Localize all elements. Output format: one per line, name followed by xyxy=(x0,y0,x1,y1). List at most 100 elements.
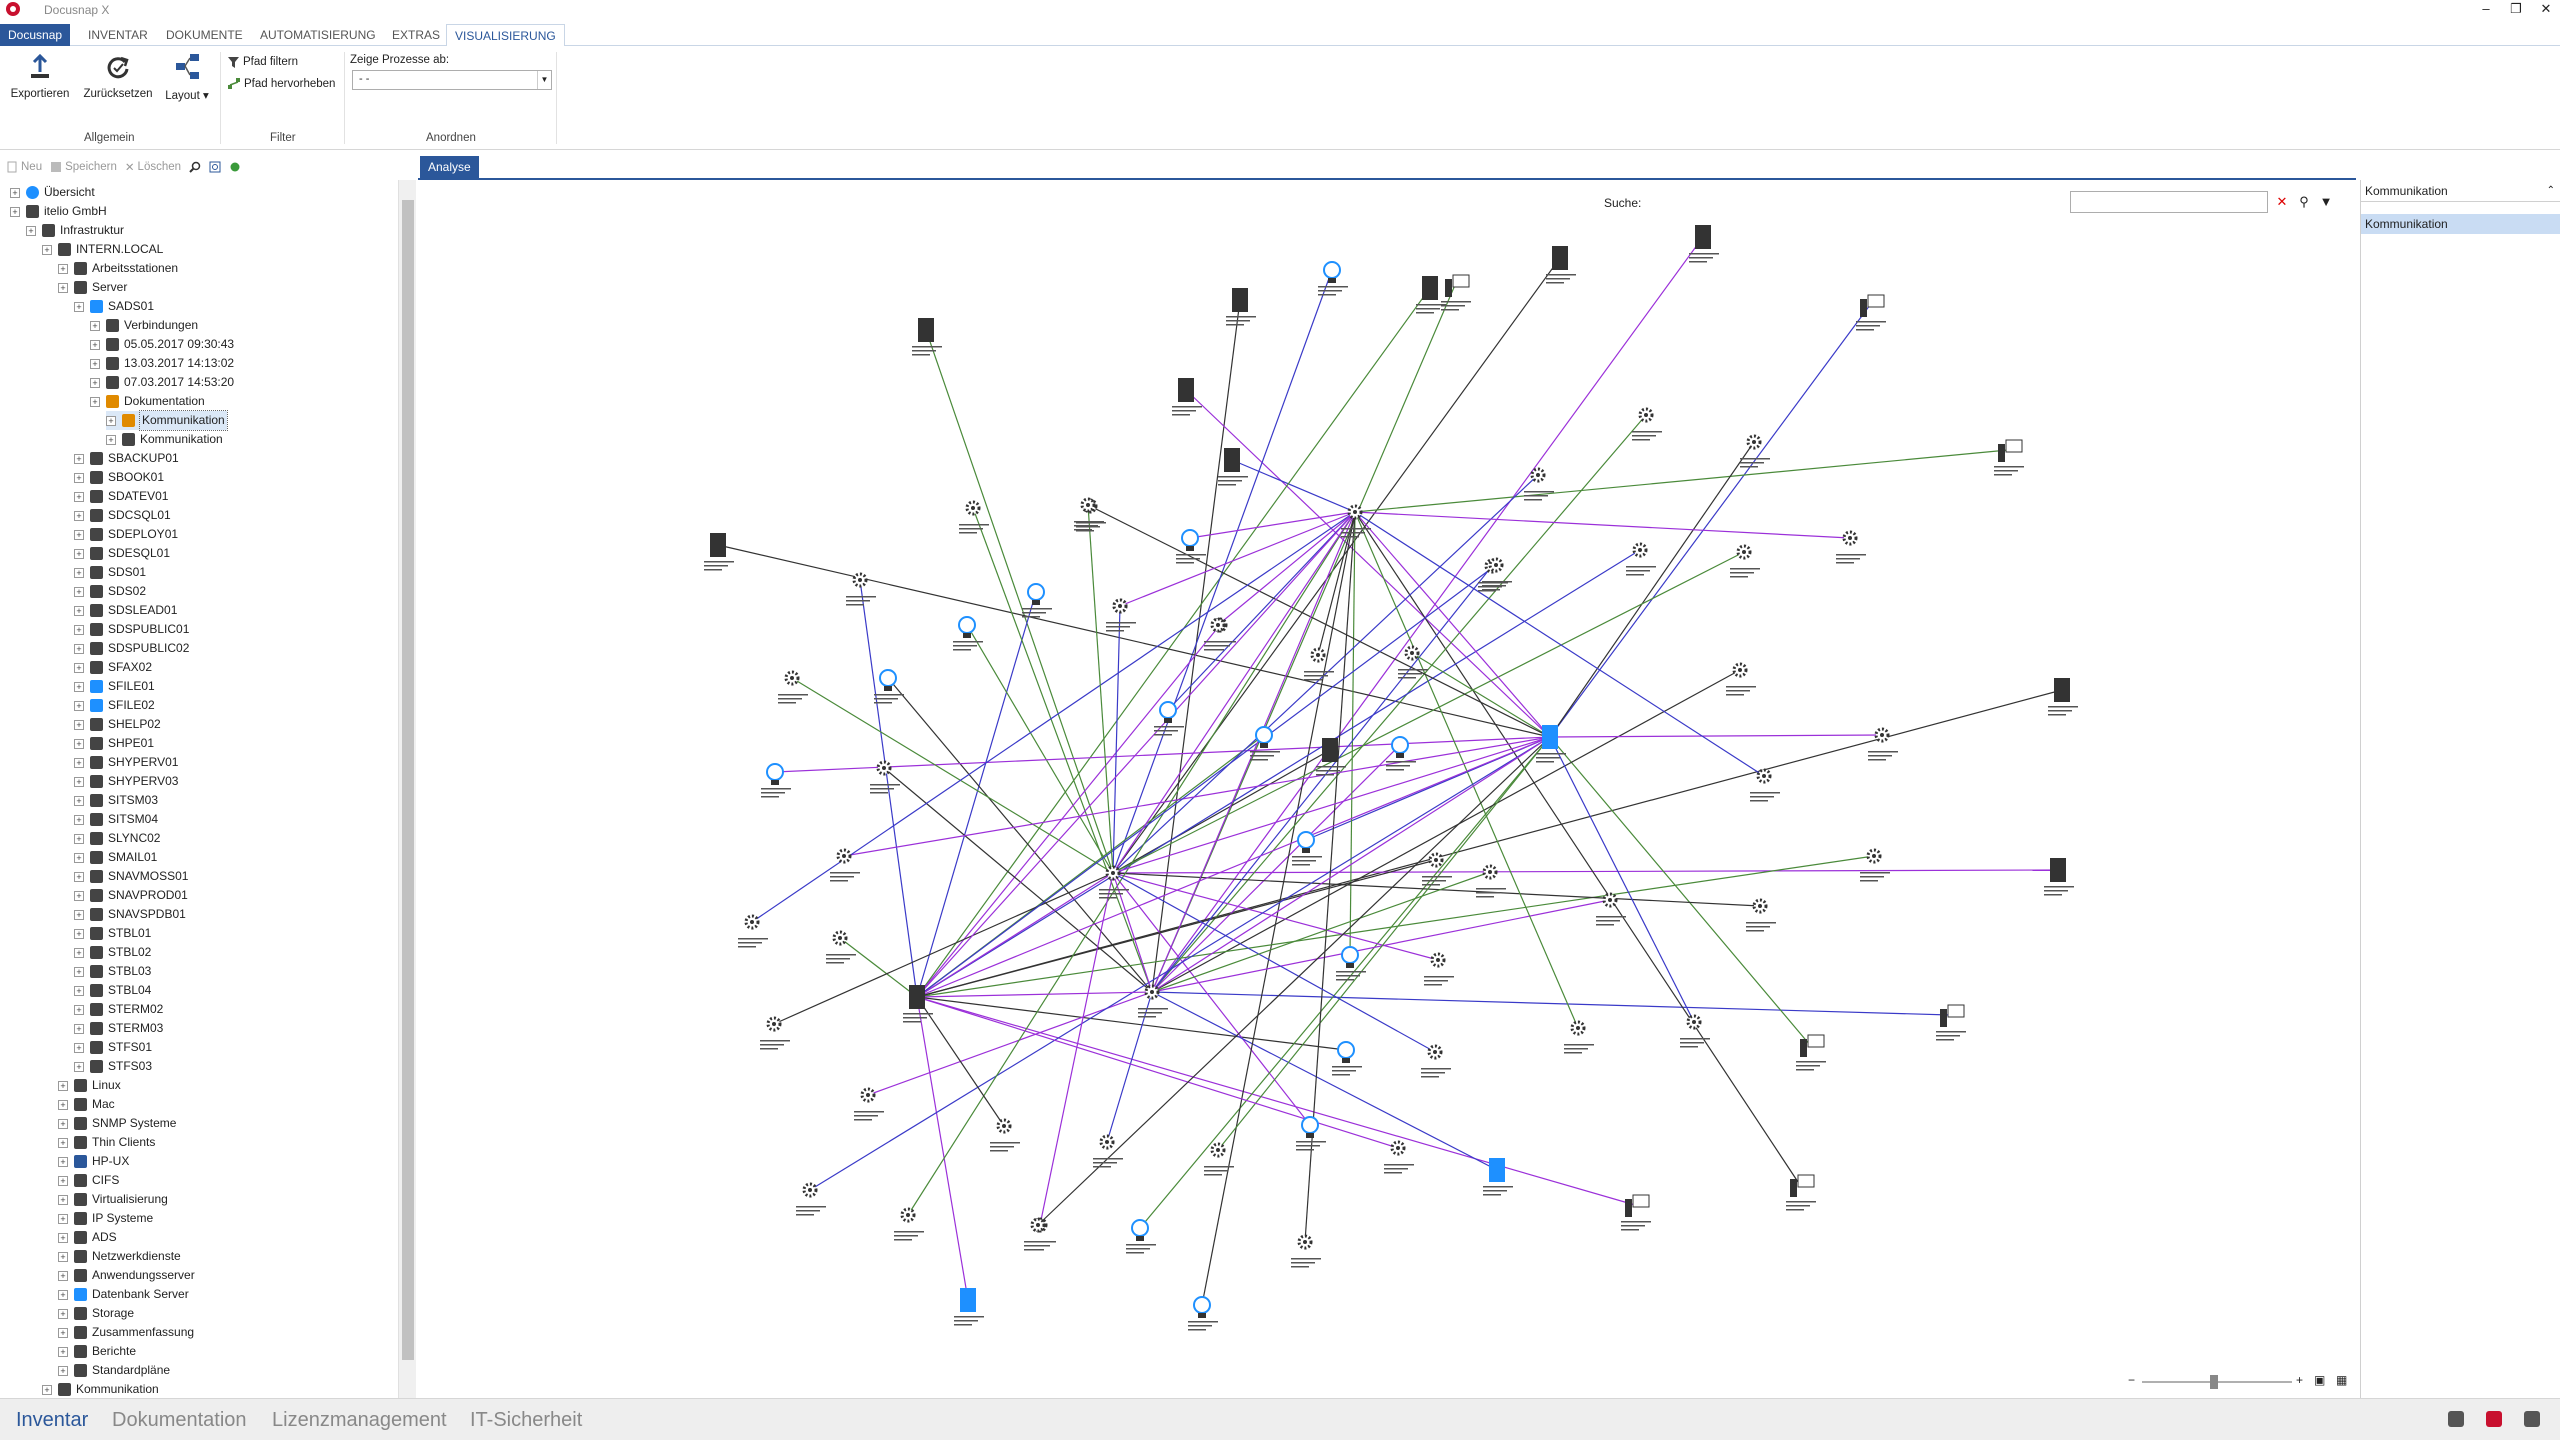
expand-toggle-icon[interactable]: + xyxy=(74,510,84,521)
process-node-icon[interactable] xyxy=(1093,1134,1123,1168)
server-node-icon[interactable] xyxy=(1416,276,1446,314)
globe-node-icon[interactable] xyxy=(1336,946,1366,981)
process-node-icon[interactable] xyxy=(1138,984,1168,1018)
process-node-icon[interactable] xyxy=(1424,952,1454,986)
tree-node[interactable]: +Virtualisierung xyxy=(58,1190,168,1209)
tree-node[interactable]: +SHYPERV03 xyxy=(74,772,178,791)
expand-toggle-icon[interactable]: + xyxy=(74,301,84,312)
expand-toggle-icon[interactable]: + xyxy=(74,662,84,673)
tree-node[interactable]: +Server xyxy=(58,278,127,297)
expand-toggle-icon[interactable]: + xyxy=(74,472,84,483)
server-node-icon[interactable] xyxy=(1172,378,1202,416)
menu-tab-extras[interactable]: EXTRAS xyxy=(392,28,441,42)
expand-toggle-icon[interactable]: + xyxy=(58,1156,68,1167)
expand-toggle-icon[interactable]: + xyxy=(74,605,84,616)
expand-toggle-icon[interactable]: + xyxy=(74,681,84,692)
collapse-icon[interactable]: ⌃ xyxy=(2546,185,2555,196)
reset-button[interactable]: Zurücksetzen xyxy=(80,52,156,100)
process-node-icon[interactable] xyxy=(826,930,856,964)
tree-node[interactable]: +STFS03 xyxy=(74,1057,152,1076)
expand-toggle-icon[interactable]: + xyxy=(74,871,84,882)
connection-icon[interactable] xyxy=(2486,1411,2502,1427)
process-node-icon[interactable] xyxy=(1291,1234,1321,1268)
server-node-icon[interactable] xyxy=(2048,678,2078,716)
process-node-icon[interactable] xyxy=(1106,598,1136,632)
process-node-icon[interactable] xyxy=(1860,848,1890,882)
workstation-node-icon[interactable] xyxy=(1936,1004,1966,1041)
refresh-button[interactable] xyxy=(229,161,241,173)
expand-toggle-icon[interactable]: + xyxy=(74,1042,84,1053)
tree-node[interactable]: +07.03.2017 14:53:20 xyxy=(90,373,234,392)
expand-toggle-icon[interactable]: + xyxy=(58,1308,68,1319)
menu-tab-dokumente[interactable]: DOKUMENTE xyxy=(166,28,243,42)
globe-node-icon[interactable] xyxy=(1296,1116,1326,1151)
expand-toggle-icon[interactable]: + xyxy=(42,244,52,255)
status-tab-it-sicherheit[interactable]: IT-Sicherheit xyxy=(470,1409,583,1431)
expand-toggle-icon[interactable]: + xyxy=(10,206,20,217)
process-node-icon[interactable] xyxy=(1726,662,1756,696)
expand-toggle-icon[interactable]: + xyxy=(90,396,100,407)
expand-toggle-icon[interactable]: + xyxy=(74,1061,84,1072)
tree-node[interactable]: +SDSPUBLIC02 xyxy=(74,639,189,658)
menu-tab-automatisierung[interactable]: AUTOMATISIERUNG xyxy=(260,28,376,42)
expand-toggle-icon[interactable]: + xyxy=(58,1080,68,1091)
tree-node[interactable]: +Datenbank Server xyxy=(58,1285,189,1304)
workstation-node-icon[interactable] xyxy=(1856,294,1886,331)
server-node-icon[interactable] xyxy=(903,985,933,1023)
process-node-icon[interactable] xyxy=(1476,864,1506,898)
tree-node[interactable]: +SNMP Systeme xyxy=(58,1114,176,1133)
layout-button[interactable]: Layout ▾ xyxy=(162,52,212,102)
workstation-node-icon[interactable] xyxy=(1441,274,1471,311)
tree-node[interactable]: +SBOOK01 xyxy=(74,468,164,487)
tree-node[interactable]: +SDATEV01 xyxy=(74,487,168,506)
process-node-icon[interactable] xyxy=(894,1207,924,1241)
menu-tab-docusnap[interactable]: Docusnap xyxy=(0,24,71,46)
expand-toggle-icon[interactable]: + xyxy=(74,700,84,711)
expand-toggle-icon[interactable]: + xyxy=(58,1194,68,1205)
search-input[interactable] xyxy=(2070,191,2268,213)
tree-node[interactable]: +SADS01 xyxy=(74,297,154,316)
tree-node[interactable]: +SITSM04 xyxy=(74,810,158,829)
globe-node-icon[interactable] xyxy=(1386,736,1416,771)
expand-toggle-icon[interactable]: + xyxy=(74,852,84,863)
process-node-icon[interactable] xyxy=(1074,497,1104,531)
expand-toggle-icon[interactable]: + xyxy=(58,1213,68,1224)
expand-toggle-icon[interactable]: + xyxy=(74,795,84,806)
expand-toggle-icon[interactable]: + xyxy=(74,1023,84,1034)
tree-node[interactable]: +STBL04 xyxy=(74,981,151,1000)
tree-node[interactable]: +Kommunikation xyxy=(106,430,223,449)
expand-toggle-icon[interactable]: + xyxy=(10,187,20,198)
server-node-icon[interactable] xyxy=(1226,288,1256,326)
process-node-icon[interactable] xyxy=(1099,865,1129,899)
search-tree-button[interactable] xyxy=(189,161,201,173)
status-tab-dokumentation[interactable]: Dokumentation xyxy=(112,1409,247,1431)
tree-node[interactable]: +SMAIL01 xyxy=(74,848,157,867)
expand-toggle-icon[interactable]: + xyxy=(74,738,84,749)
server-node-icon[interactable] xyxy=(1316,738,1346,776)
tree-node[interactable]: +SDESQL01 xyxy=(74,544,170,563)
tree-node[interactable]: +SDS01 xyxy=(74,563,146,582)
process-node-icon[interactable] xyxy=(1204,1142,1234,1176)
tree-node[interactable]: +Kommunikation xyxy=(42,1380,159,1398)
tree-node[interactable]: +STERM03 xyxy=(74,1019,163,1038)
expand-toggle-icon[interactable]: + xyxy=(58,1365,68,1376)
globe-node-icon[interactable] xyxy=(1176,529,1206,564)
zoom-in-icon[interactable]: + xyxy=(2296,1373,2304,1387)
server-node-icon[interactable] xyxy=(912,318,942,356)
delete-button[interactable]: ✕Löschen xyxy=(125,160,181,174)
tree-scrollbar[interactable] xyxy=(398,180,416,1398)
show-processes-select[interactable]: - - ▼ xyxy=(352,70,552,90)
process-node-icon[interactable] xyxy=(830,848,860,882)
process-node-icon[interactable] xyxy=(796,1182,826,1216)
tree-node[interactable]: +Arbeitsstationen xyxy=(58,259,178,278)
process-node-icon[interactable] xyxy=(870,760,900,794)
save-button[interactable]: Speichern xyxy=(50,161,117,173)
tree-node[interactable]: +STBL01 xyxy=(74,924,151,943)
expand-toggle-icon[interactable]: + xyxy=(74,814,84,825)
tree-node[interactable]: +SFAX02 xyxy=(74,658,152,677)
expand-toggle-icon[interactable]: + xyxy=(74,966,84,977)
menu-tab-inventar[interactable]: INVENTAR xyxy=(88,28,148,42)
expand-toggle-icon[interactable]: + xyxy=(74,548,84,559)
tree-node[interactable]: +STBL02 xyxy=(74,943,151,962)
globe-node-icon[interactable] xyxy=(953,616,983,651)
